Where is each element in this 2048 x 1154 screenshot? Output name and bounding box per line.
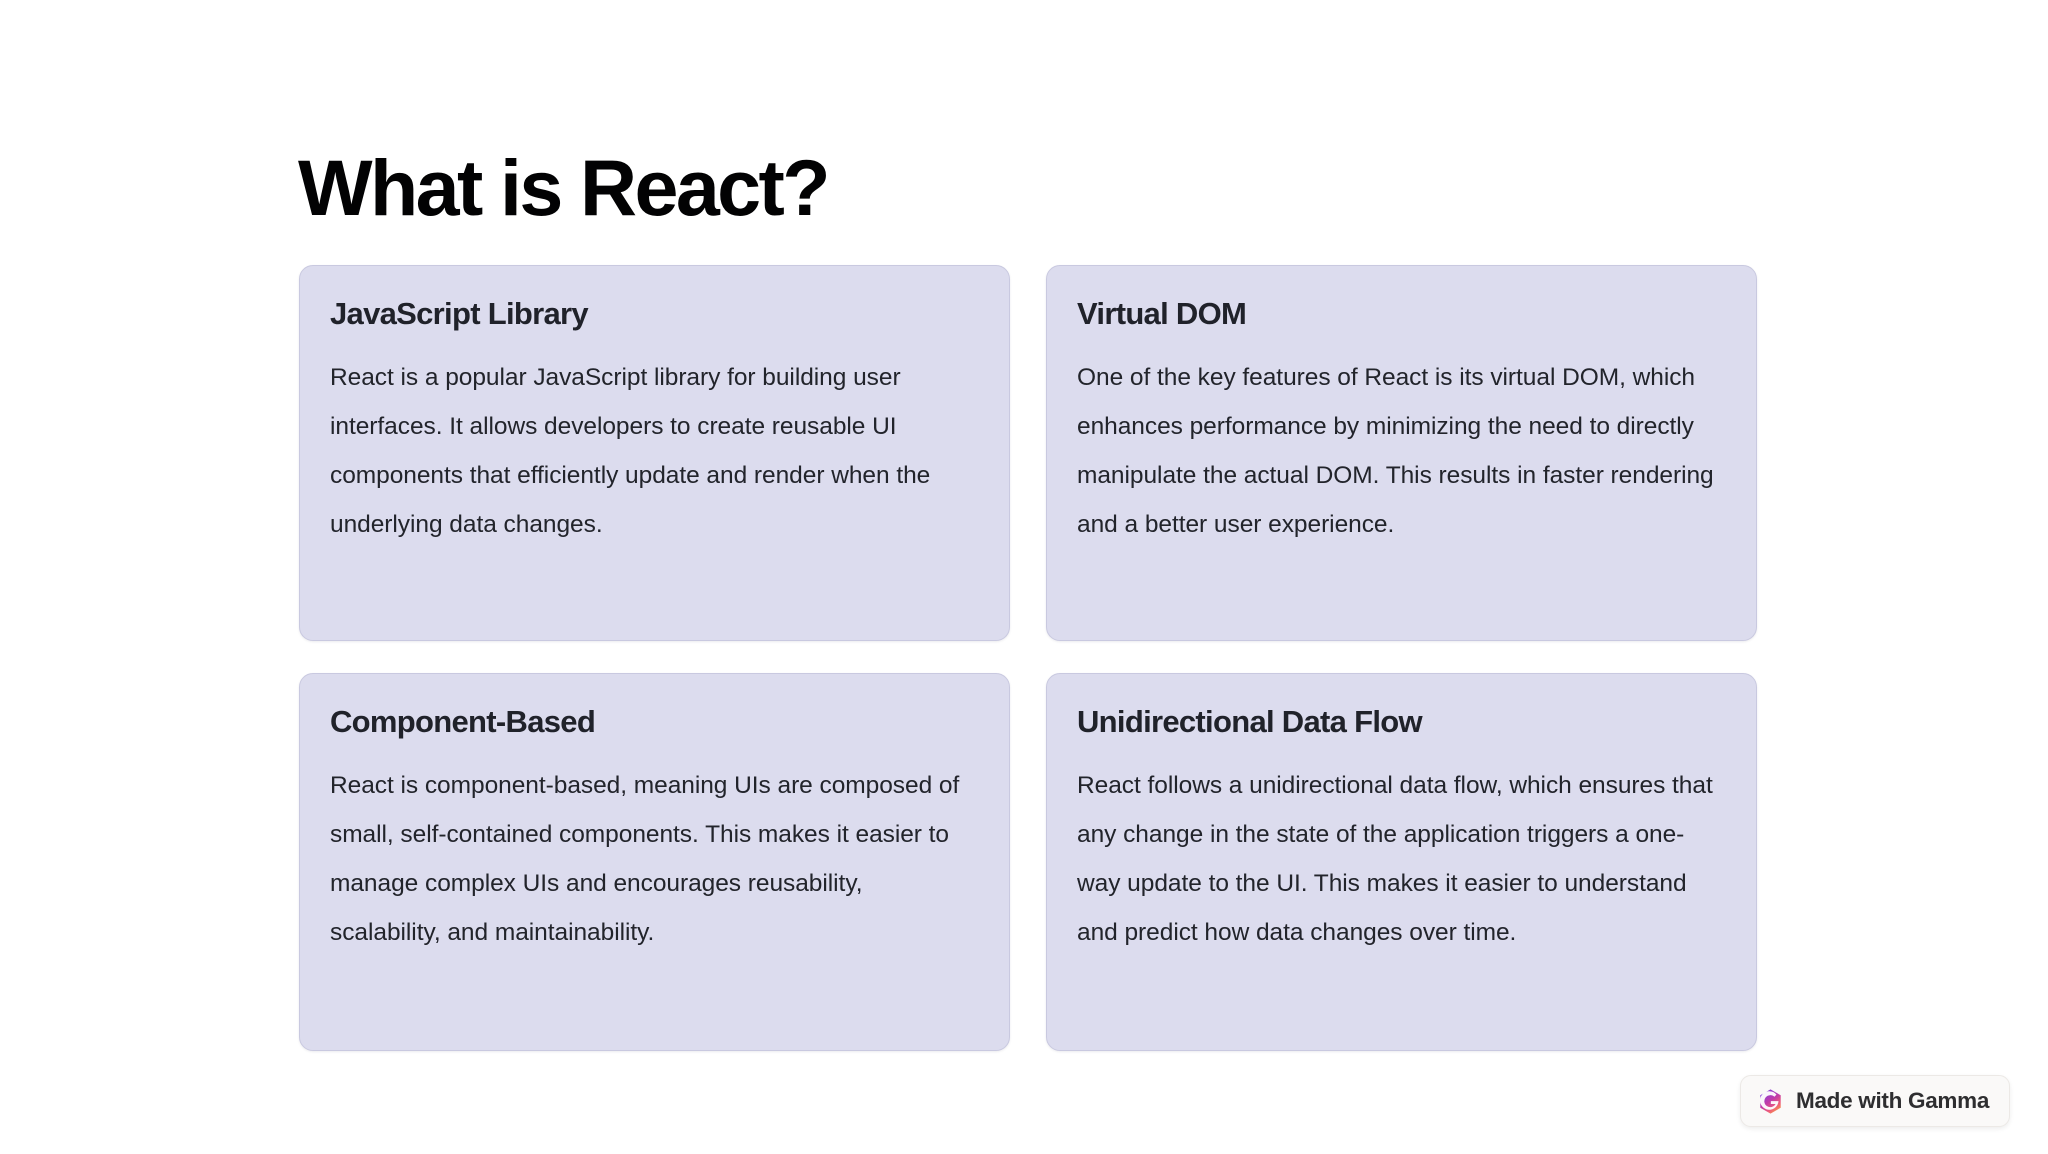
feature-card-javascript-library[interactable]: JavaScript Library React is a popular Ja… xyxy=(299,265,1010,641)
card-body: One of the key features of React is its … xyxy=(1077,363,1714,538)
card-body: React is component-based, meaning UIs ar… xyxy=(330,771,960,946)
feature-card-component-based[interactable]: Component-Based React is component-based… xyxy=(299,673,1010,1051)
page-title: What is React? xyxy=(298,142,830,232)
feature-card-grid: JavaScript Library React is a popular Ja… xyxy=(299,265,1757,1051)
gamma-hexagon-logo-icon xyxy=(1759,1088,1781,1114)
made-with-gamma-badge[interactable]: Made with Gamma xyxy=(1740,1075,2011,1127)
card-title: Virtual DOM xyxy=(1077,296,1247,331)
made-with-gamma-label: Made with Gamma xyxy=(1796,1088,1990,1113)
card-body: React follows a unidirectional data flow… xyxy=(1077,771,1713,946)
card-title: Component-Based xyxy=(330,704,596,739)
card-title: JavaScript Library xyxy=(330,296,589,331)
feature-card-unidirectional-data-flow[interactable]: Unidirectional Data Flow React follows a… xyxy=(1046,673,1757,1051)
card-title: Unidirectional Data Flow xyxy=(1077,704,1423,739)
feature-card-virtual-dom[interactable]: Virtual DOM One of the key features of R… xyxy=(1046,265,1757,641)
card-body: React is a popular JavaScript library fo… xyxy=(330,363,931,538)
